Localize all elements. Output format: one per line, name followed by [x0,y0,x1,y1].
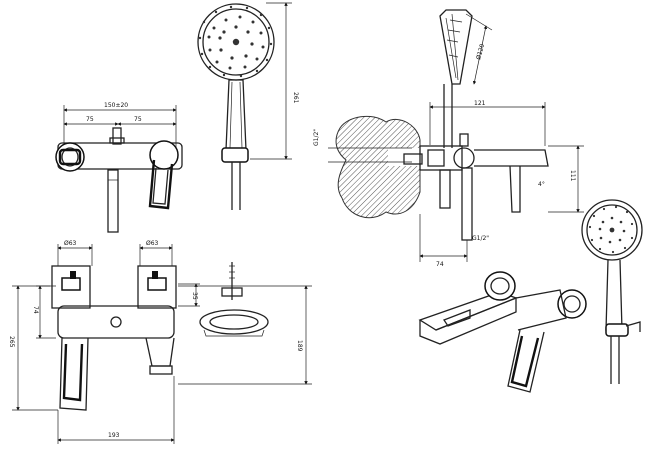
side-spout-dim: 74 [436,261,444,268]
bottom-left-diameter-dim: Ø63 [64,240,77,247]
bottom-right-height-dim: 189 [296,340,303,352]
shower-nozzle-holes [198,5,273,78]
bottom-width-dim: 193 [108,432,120,439]
shower-head-top-view [199,262,269,337]
front-right-half-dim: 75 [134,116,142,123]
front-left-half-dim: 75 [86,116,94,123]
side-thread-top-dim: G1/2" [313,129,320,146]
front-view: 150±20 75 75 [55,102,183,233]
bottom-right-diameter-dim: Ø63 [146,240,159,247]
head-diameter-dim: Ø120 [475,43,486,61]
bottom-view: Ø63 Ø63 35 74 265 [8,240,312,444]
hand-shower-view: 261 [197,2,299,210]
isometric-view [418,199,643,393]
bottom-small-dim: 35 [191,292,198,300]
side-angle-dim: 4° [538,181,545,188]
bottom-total-height-dim: 265 [8,336,15,348]
side-depth-dim: 121 [474,100,486,107]
side-height-dim: 111 [569,170,576,182]
bottom-offset-dim: 74 [32,306,39,314]
iso-shower-holes [588,205,634,254]
side-view: Ø120 121 G1/2" 111 4° 74 G [313,9,584,268]
hand-shower-height-dim: 261 [292,92,299,104]
front-spacing-dim: 150±20 [104,102,128,109]
side-thread-bottom-dim: G1/2" [472,235,489,242]
wall-section [335,115,421,219]
